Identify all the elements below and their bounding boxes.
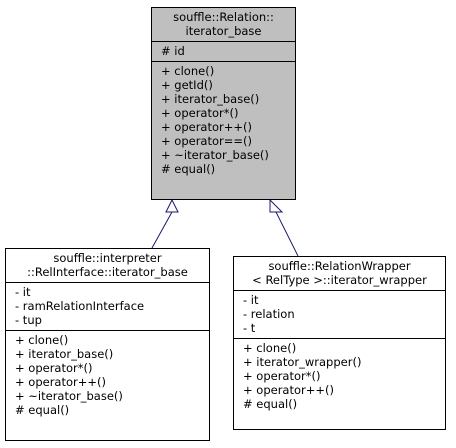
- class-node-relinterface-iterator-base[interactable]: souffle::interpreter ::RelInterface::ite…: [5, 248, 210, 441]
- method: + iterator_base(): [161, 92, 260, 106]
- methods-section: + clone() + iterator_wrapper() + operato…: [234, 338, 445, 414]
- method: # equal(): [15, 403, 70, 417]
- edge-left-to-base: [151, 211, 173, 249]
- method: + operator==(): [161, 134, 252, 148]
- attribute: # id: [161, 44, 185, 58]
- method: + clone(): [15, 333, 69, 347]
- class-node-relation-iterator-base[interactable]: souffle::Relation:: iterator_base # id +…: [151, 7, 296, 200]
- method: + operator*(): [243, 369, 321, 383]
- method: + operator++(): [161, 120, 252, 134]
- class-title: souffle::RelationWrapper < RelType >::it…: [252, 259, 427, 287]
- method: # equal(): [243, 397, 298, 411]
- class-node-relationwrapper-iterator-wrapper[interactable]: souffle::RelationWrapper < RelType >::it…: [233, 256, 446, 430]
- methods-section: + clone() + iterator_base() + operator*(…: [6, 330, 209, 420]
- edge-left-arrowhead: [165, 198, 179, 213]
- method: # equal(): [161, 162, 216, 176]
- method: + ~iterator_base(): [15, 389, 123, 403]
- method: + operator*(): [161, 106, 239, 120]
- method: + clone(): [243, 341, 297, 355]
- attributes-section: # id: [152, 41, 295, 61]
- attribute: - tup: [15, 313, 42, 327]
- class-title: souffle::interpreter ::RelInterface::ite…: [27, 251, 188, 279]
- method: + operator*(): [15, 361, 93, 375]
- method: + iterator_base(): [15, 347, 114, 361]
- method: + clone(): [161, 64, 215, 78]
- attribute: - it: [243, 293, 259, 307]
- attributes-section: - it - ramRelationInterface - tup: [6, 282, 209, 330]
- method: + ~iterator_base(): [161, 148, 269, 162]
- method: + getId(): [161, 78, 213, 92]
- attribute: - it: [15, 285, 31, 299]
- methods-section: + clone() + getId() + iterator_base() + …: [152, 61, 295, 179]
- method: + operator++(): [243, 383, 334, 397]
- attribute: - ramRelationInterface: [15, 299, 145, 313]
- method: + iterator_wrapper(): [243, 355, 362, 369]
- attribute: - t: [243, 321, 256, 335]
- class-title: souffle::Relation:: iterator_base: [173, 10, 274, 38]
- attribute: - relation: [243, 307, 295, 321]
- edge-right-to-base: [275, 211, 299, 257]
- method: + operator++(): [15, 375, 106, 389]
- attributes-section: - it - relation - t: [234, 290, 445, 338]
- edge-right-arrowhead: [269, 198, 284, 213]
